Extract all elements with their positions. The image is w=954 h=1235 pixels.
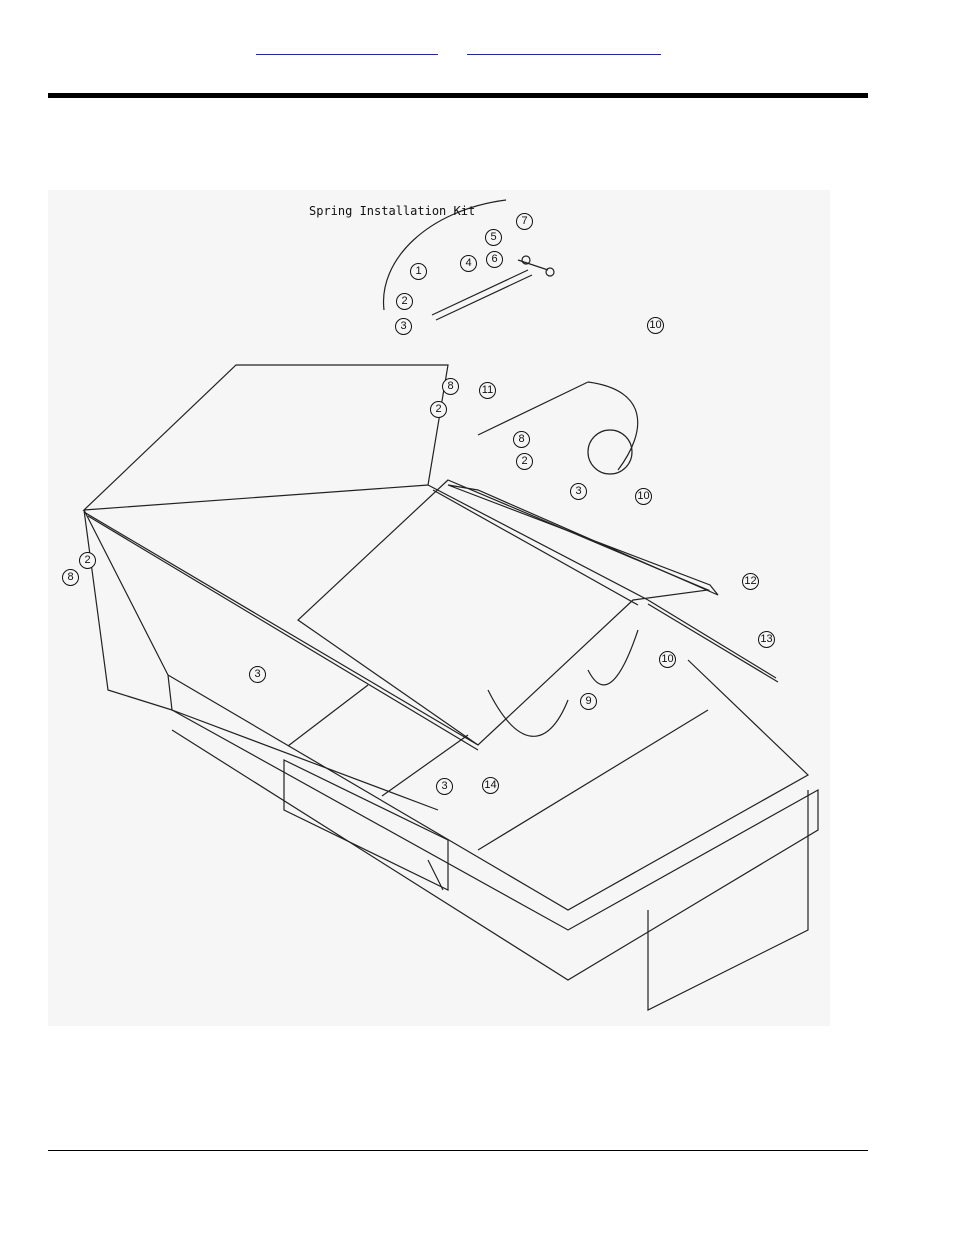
box-rib-2 [382,735,468,796]
callout-10-top: 10 [647,317,664,334]
nav-link-2[interactable] [467,40,661,55]
callout-3-mid: 3 [570,483,587,500]
callout-13: 13 [758,631,775,648]
tarp-right-sheet [298,480,708,745]
callout-14: 14 [482,777,499,794]
box-bottom-rail [172,710,438,810]
tarp-center-rail [84,512,478,745]
callout-5: 5 [485,229,502,246]
callout-2-left: 2 [79,552,96,569]
box-rib-1 [288,685,368,746]
spring-cable [588,382,638,470]
callout-3-left: 3 [249,666,266,683]
box-rib-3 [478,710,708,850]
callout-8-upper: 8 [442,378,459,395]
kit-spring-strap [432,270,528,315]
tarp-drape-2 [588,630,638,685]
header-rule [48,93,868,98]
parts-drawing [48,190,830,1026]
kit-title: Spring Installation Kit [309,204,475,218]
callout-8-mid: 8 [513,431,530,448]
callout-3: 3 [395,318,412,335]
callout-12: 12 [742,573,759,590]
callout-2-mid: 2 [516,453,533,470]
hitch-handle [428,860,443,890]
tarp-right-panel [448,485,718,595]
callout-6: 6 [486,251,503,268]
box-right-end [648,790,808,1010]
callout-7: 7 [516,213,533,230]
callout-9: 9 [580,693,597,710]
tarp-left-panel [84,365,448,510]
callout-10-low: 10 [659,651,676,668]
tarp-front-rail [428,485,648,600]
spring-coil [588,430,632,474]
box-front-wall [172,710,818,980]
callout-8-left: 8 [62,569,79,586]
tarp-drape [488,690,568,736]
callout-11: 11 [479,382,496,399]
nav-link-1[interactable] [256,40,438,55]
callout-4: 4 [460,255,477,272]
callout-2: 2 [396,293,413,310]
callout-3-low: 3 [436,778,453,795]
parts-diagram: Spring Installation Kit 1 2 3 4 5 6 7 10… [48,190,830,1026]
callout-10-mid: 10 [635,488,652,505]
footer-rule [48,1150,868,1151]
callout-1: 1 [410,263,427,280]
callout-2-upper: 2 [430,401,447,418]
